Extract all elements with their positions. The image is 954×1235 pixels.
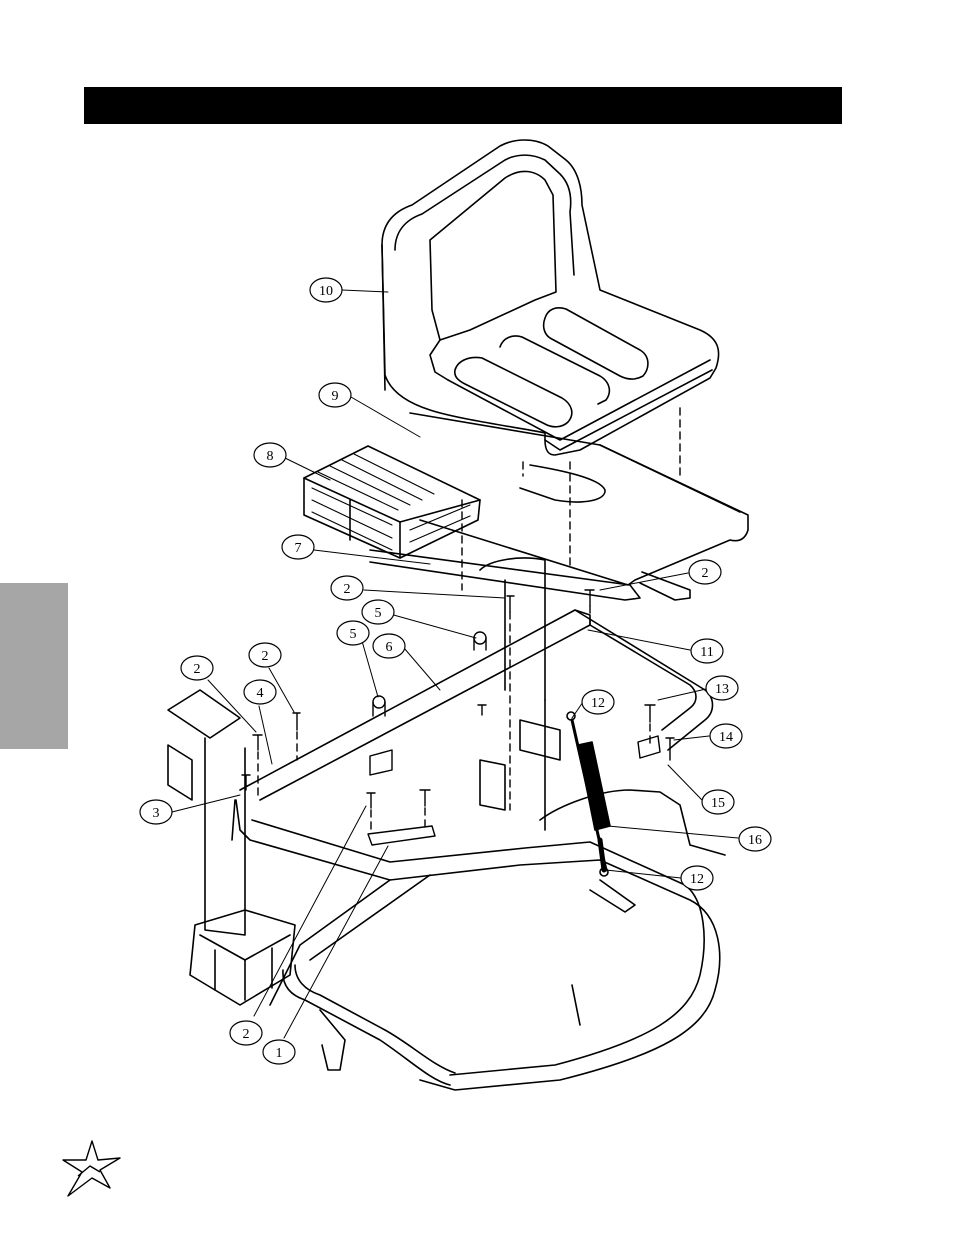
svg-text:15: 15 [711,796,725,811]
svg-text:13: 13 [715,682,729,697]
seat [382,140,719,502]
callout-9: 9 [319,383,351,407]
callout-8: 8 [254,443,286,467]
star-logo-icon [63,1141,120,1196]
callout-2a: 2 [331,576,363,600]
svg-text:11: 11 [700,645,713,660]
svg-text:2: 2 [702,566,709,581]
svg-text:2: 2 [344,582,351,597]
callout-2e: 2 [230,1021,262,1045]
callout-16: 16 [739,827,771,851]
callout-15: 15 [702,790,734,814]
svg-text:16: 16 [748,833,762,848]
callout-2c: 2 [249,643,281,667]
svg-text:9: 9 [332,389,339,404]
svg-text:7: 7 [295,541,302,556]
callout-2b: 2 [689,560,721,584]
storage-basket [304,446,480,558]
callout-5a: 5 [362,600,394,624]
svg-text:2: 2 [243,1027,250,1042]
callout-7: 7 [282,535,314,559]
hardware-bolts [242,590,674,845]
callout-13: 13 [706,676,738,700]
svg-text:5: 5 [375,606,382,621]
svg-text:4: 4 [257,686,264,701]
callout-5b: 5 [337,621,369,645]
callout-4: 4 [244,680,276,704]
svg-text:5: 5 [350,627,357,642]
callout-3: 3 [140,800,172,824]
svg-text:3: 3 [153,806,160,821]
callout-1: 1 [263,1040,295,1064]
svg-text:12: 12 [690,872,704,887]
svg-text:14: 14 [719,730,733,745]
svg-text:2: 2 [194,662,201,677]
svg-text:8: 8 [267,449,274,464]
callout-12a: 12 [582,690,614,714]
callout-14: 14 [710,724,742,748]
svg-text:1: 1 [276,1046,283,1061]
svg-text:10: 10 [319,284,333,299]
callout-11: 11 [691,639,723,663]
callout-6: 6 [373,634,405,658]
svg-text:12: 12 [591,696,605,711]
main-frame [232,610,725,1090]
svg-text:6: 6 [386,640,393,655]
svg-text:2: 2 [262,649,269,664]
gas-spring [567,712,610,876]
callout-2d: 2 [181,656,213,680]
callout-12b: 12 [681,866,713,890]
callout-10: 10 [310,278,342,302]
